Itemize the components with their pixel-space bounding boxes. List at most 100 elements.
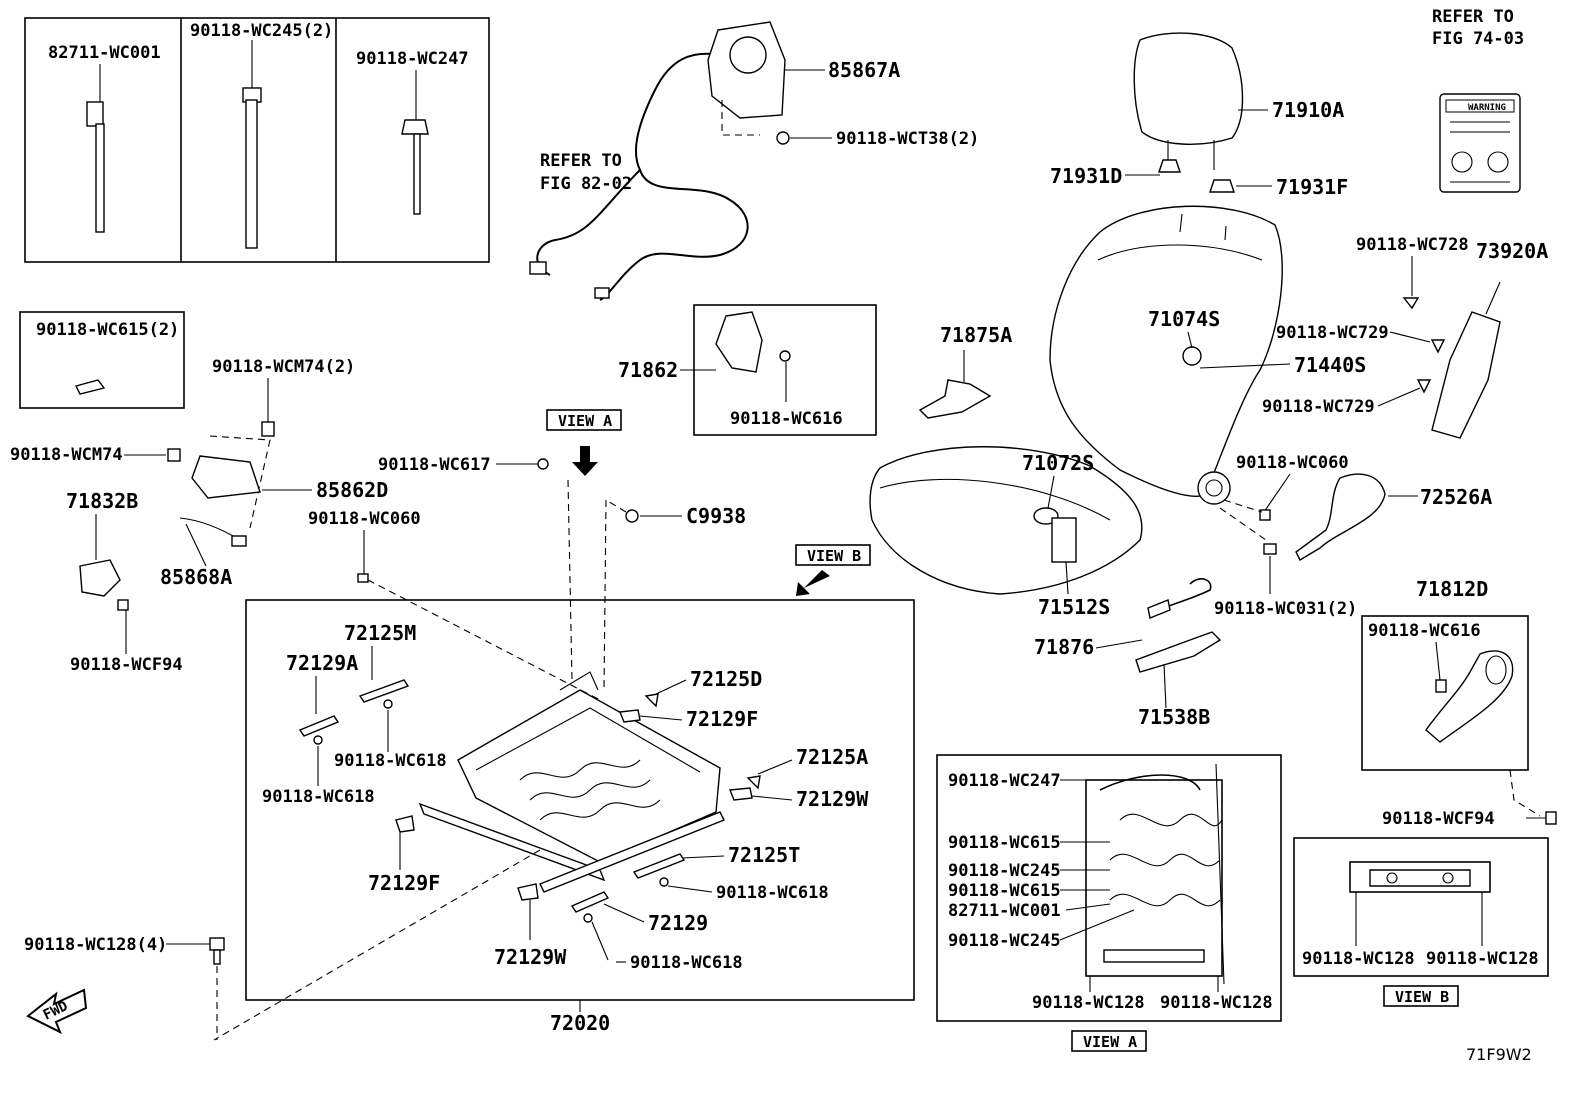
label-72129w-a: 72129W [796,787,869,811]
label-71074s: 71074S [1148,307,1220,331]
view-b-caption: VIEW B [1395,988,1449,1006]
label-71910a: 71910A [1272,98,1344,122]
cable-tie-82711-drawing [86,64,105,233]
label-90118-wc729-b: 90118-WC729 [1262,397,1375,417]
label-71876: 71876 [1034,635,1094,659]
figure-code: 71F9W2 [1466,1045,1532,1064]
label-refer-74-line1: REFER TO [1432,7,1514,27]
recliner-mechanism-drawing [1197,471,1231,505]
sensor-85862d-drawing [179,435,271,547]
clip-wc615-drawing [74,379,106,395]
label-71832b: 71832B [66,489,138,513]
label-72129a: 72129A [286,651,358,675]
label-90118-wc128-view-a-2: 90118-WC128 [1160,993,1273,1013]
label-90118-wc247-view-a: 90118-WC247 [948,771,1061,791]
label-72125t: 72125T [728,843,800,867]
label-71812d: 71812D [1416,577,1488,601]
view-b-seat-frame-drawing [1349,861,1491,906]
fastener-inset-boxes [24,17,490,263]
label-90118-wc616: 90118-WC616 [730,409,843,429]
label-71931f: 71931F [1276,175,1348,199]
label-90118-wcf94-b: 90118-WCF94 [1382,809,1495,829]
label-90118-wc060-b: 90118-WC060 [308,509,421,529]
label-72125d: 72125D [690,667,762,691]
label-71862: 71862 [618,358,678,382]
label-90118-wc618-c: 90118-WC618 [716,883,829,903]
label-90118-wc615-view-a-2: 90118-WC615 [948,881,1061,901]
label-90118-wct38-2: 90118-WCT38(2) [836,129,979,149]
label-71931d: 71931D [1050,164,1122,188]
headrest-drawing [1133,32,1244,193]
cover-71875a-drawing [918,379,992,419]
seat-harness-drawing [529,21,790,301]
label-82711-wc001-view-a: 82711-WC001 [948,901,1061,921]
label-refer-74-line2: FIG 74-03 [1432,29,1524,49]
view-a-seat-back-frame-drawing [1085,763,1225,985]
label-90118-wc128-4: 90118-WC128(4) [24,935,167,955]
label-90118-wc616-b: 90118-WC616 [1368,621,1481,641]
label-c9938: C9938 [686,504,746,528]
bracket-71862-drawing [715,311,791,373]
label-85862d: 85862D [316,478,388,502]
label-90118-wc245-2: 90118-WC245(2) [190,21,333,41]
view-a-tag: VIEW A [558,412,612,430]
clip-71832b-drawing [79,514,129,611]
label-90118-wc617: 90118-WC617 [378,455,491,475]
label-72125a: 72125A [796,745,868,769]
label-71440s: 71440S [1294,353,1366,377]
label-72129w-b: 72129W [494,945,567,969]
label-90118-wc245-view-a-1: 90118-WC245 [948,861,1061,881]
label-71072s: 71072S [1022,451,1094,475]
harness-71876-drawing [1147,578,1212,619]
label-90118-wcm74-2: 90118-WCM74(2) [212,357,355,377]
label-90118-wc247: 90118-WC247 [356,49,469,69]
label-72129f-b: 72129F [368,871,440,895]
label-72020: 72020 [550,1011,610,1035]
label-71512s: 71512S [1038,595,1110,619]
label-73920a: 73920A [1476,239,1548,263]
label-90118-wc728: 90118-WC728 [1356,235,1469,255]
label-90118-wc618-d: 90118-WC618 [630,953,743,973]
label-90118-wc031-2: 90118-WC031(2) [1214,599,1357,619]
label-90118-wc128-view-b-2: 90118-WC128 [1426,949,1539,969]
label-90118-wc618-a: 90118-WC618 [334,751,447,771]
label-90118-wcm74: 90118-WCM74 [10,445,123,465]
seat-frame-72020-drawing [418,671,725,893]
clip-wc247-drawing [401,70,429,215]
warning-label-text: WARNING [1468,103,1506,113]
label-82711-wc001: 82711-WC001 [48,43,161,63]
label-90118-wcf94: 90118-WCF94 [70,655,183,675]
label-90118-wc729-a: 90118-WC729 [1276,323,1389,343]
side-shield-73920a-drawing [1431,281,1501,439]
label-refer-82-line2: FIG 82-02 [540,174,632,194]
label-90118-wc615-view-a-1: 90118-WC615 [948,833,1061,853]
label-refer-82-line1: REFER TO [540,151,622,171]
view-b-arrow [796,570,830,596]
label-85868a: 85868A [160,565,232,589]
view-a-caption: VIEW A [1083,1033,1137,1051]
view-a-arrow [572,446,598,476]
label-90118-wc128-view-b-1: 90118-WC128 [1302,949,1415,969]
forward-direction-indicator: FWD [26,988,88,1035]
view-b-tag: VIEW B [807,547,861,565]
label-90118-wc615-2: 90118-WC615(2) [36,320,179,340]
knob-72526a-drawing [1295,473,1386,561]
label-72129: 72129 [648,911,708,935]
label-72526a: 72526A [1420,485,1492,509]
label-90118-wc060-a: 90118-WC060 [1236,453,1349,473]
label-72129f-a: 72129F [686,707,758,731]
label-71875a: 71875A [940,323,1012,347]
seat-cushion-drawing [869,446,1143,595]
bolt-wc128-drawing [209,937,225,965]
warning-label-drawing: WARNING [1439,93,1521,193]
label-90118-wc618-b: 90118-WC618 [262,787,375,807]
label-85867a: 85867A [828,58,900,82]
label-72125m: 72125M [344,621,416,645]
cable-tie-wc245-drawing [242,40,262,249]
cover-71812d-drawing [1425,650,1514,743]
label-90118-wc245-view-a-2: 90118-WC245 [948,931,1061,951]
harness-71538b-drawing [1135,631,1222,673]
label-71538b: 71538B [1138,705,1210,729]
label-90118-wc128-view-a-1: 90118-WC128 [1032,993,1145,1013]
